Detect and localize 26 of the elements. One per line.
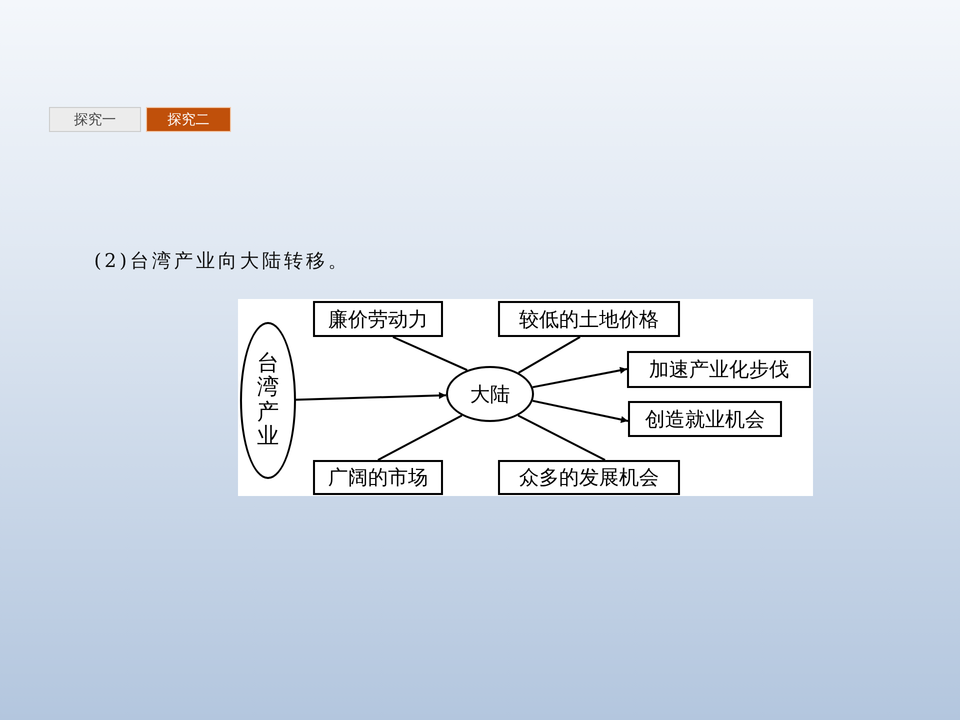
- text-box: [498, 301, 680, 337]
- ellipse-node: [240, 322, 296, 479]
- node-text: 廉价劳动力: [328, 306, 428, 332]
- heading: (2)台湾产业向大陆转移。: [94, 249, 350, 274]
- node-text: 加速产业化步伐: [649, 356, 789, 383]
- arrow: [532, 366, 628, 388]
- node-text: 创造就业机会: [645, 406, 765, 432]
- arrow: [296, 392, 446, 401]
- node-text: 大陆: [470, 380, 510, 408]
- node-text: 较低的土地价格: [519, 306, 659, 332]
- text-box: [627, 351, 811, 388]
- node-text: 台湾产业: [257, 352, 279, 449]
- tab-label: 探究二: [146, 107, 231, 132]
- connector-line: [518, 414, 606, 461]
- text-box: [498, 460, 680, 495]
- ellipse-node: [446, 366, 534, 422]
- tab-label: 探究一: [49, 107, 141, 132]
- node-text: 众多的发展机会: [519, 464, 659, 491]
- connector-line: [518, 336, 580, 374]
- text-box: [313, 301, 443, 337]
- node-text: 广阔的市场: [328, 464, 428, 491]
- connector-line: [392, 336, 468, 372]
- arrow: [532, 400, 628, 423]
- connector-line: [378, 414, 462, 461]
- text-box: [313, 460, 443, 495]
- text-box: [628, 401, 782, 437]
